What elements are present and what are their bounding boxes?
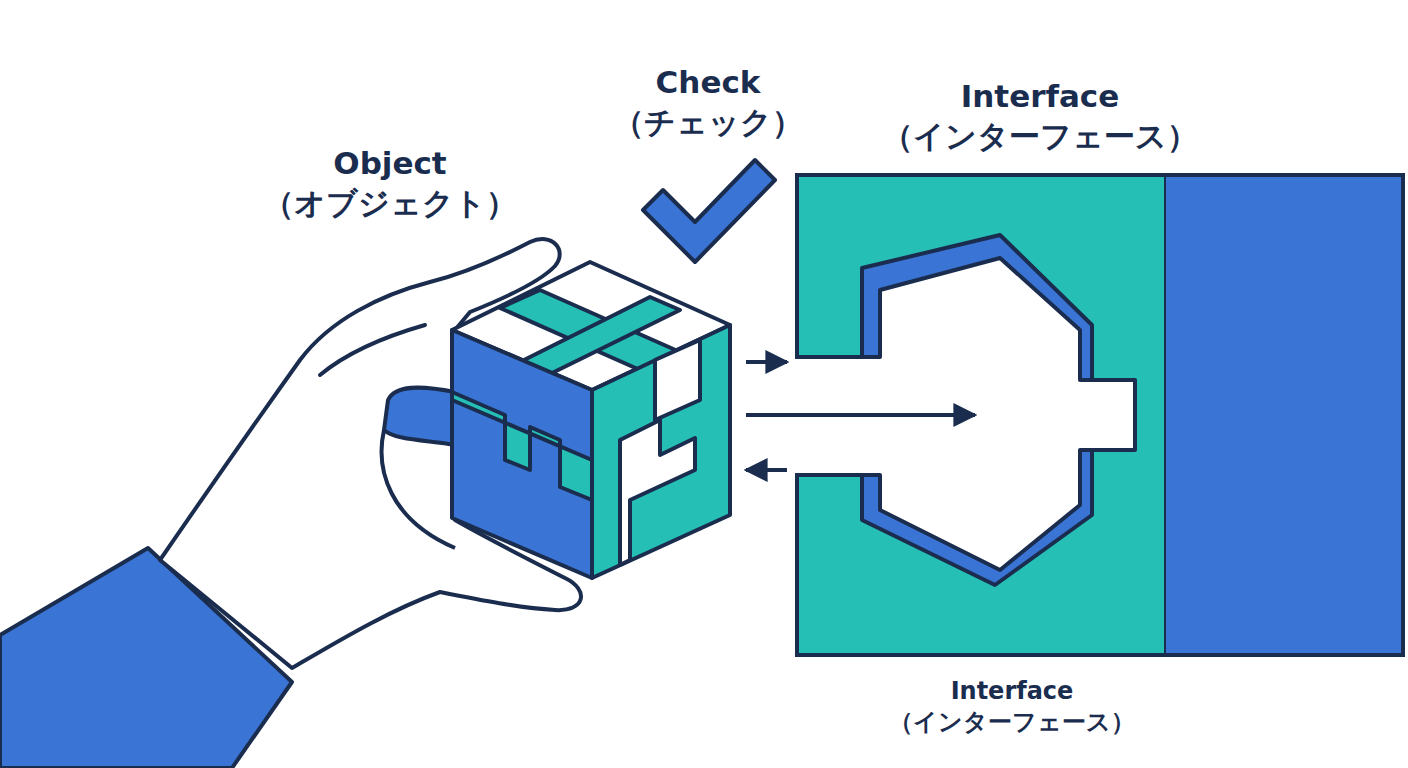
cube-left (452, 330, 592, 578)
finger-outline (382, 430, 455, 548)
socket-mouth (795, 359, 800, 473)
interface-outline (797, 175, 1403, 655)
interface-block: Interface （インターフェース） (795, 173, 1405, 657)
check-label: Check （チェック） (598, 62, 818, 143)
arrow-line (746, 468, 787, 472)
cube (452, 262, 730, 578)
flow-arrow (746, 470, 787, 471)
node-heading: Interface （インターフェース） (880, 76, 1200, 157)
cube-right-band (620, 420, 695, 565)
interface-blue (1165, 175, 1403, 655)
cube-right-band (655, 340, 700, 420)
interface-divider (1164, 175, 1166, 655)
node-heading: Object （オブジェクト） (240, 143, 540, 224)
arrow-line (746, 360, 787, 364)
socket-cutout (795, 258, 1135, 570)
check-mark (643, 160, 775, 262)
flow-arrow (746, 362, 787, 363)
object-cube: Object （オブジェクト） (440, 255, 738, 585)
cube-left-band (452, 392, 592, 500)
interface-caption: Interface （インターフェース） (852, 676, 1172, 738)
hand-crease (320, 325, 425, 375)
cube-right (592, 325, 730, 578)
interface-shape (795, 173, 1405, 657)
finger (384, 387, 455, 445)
